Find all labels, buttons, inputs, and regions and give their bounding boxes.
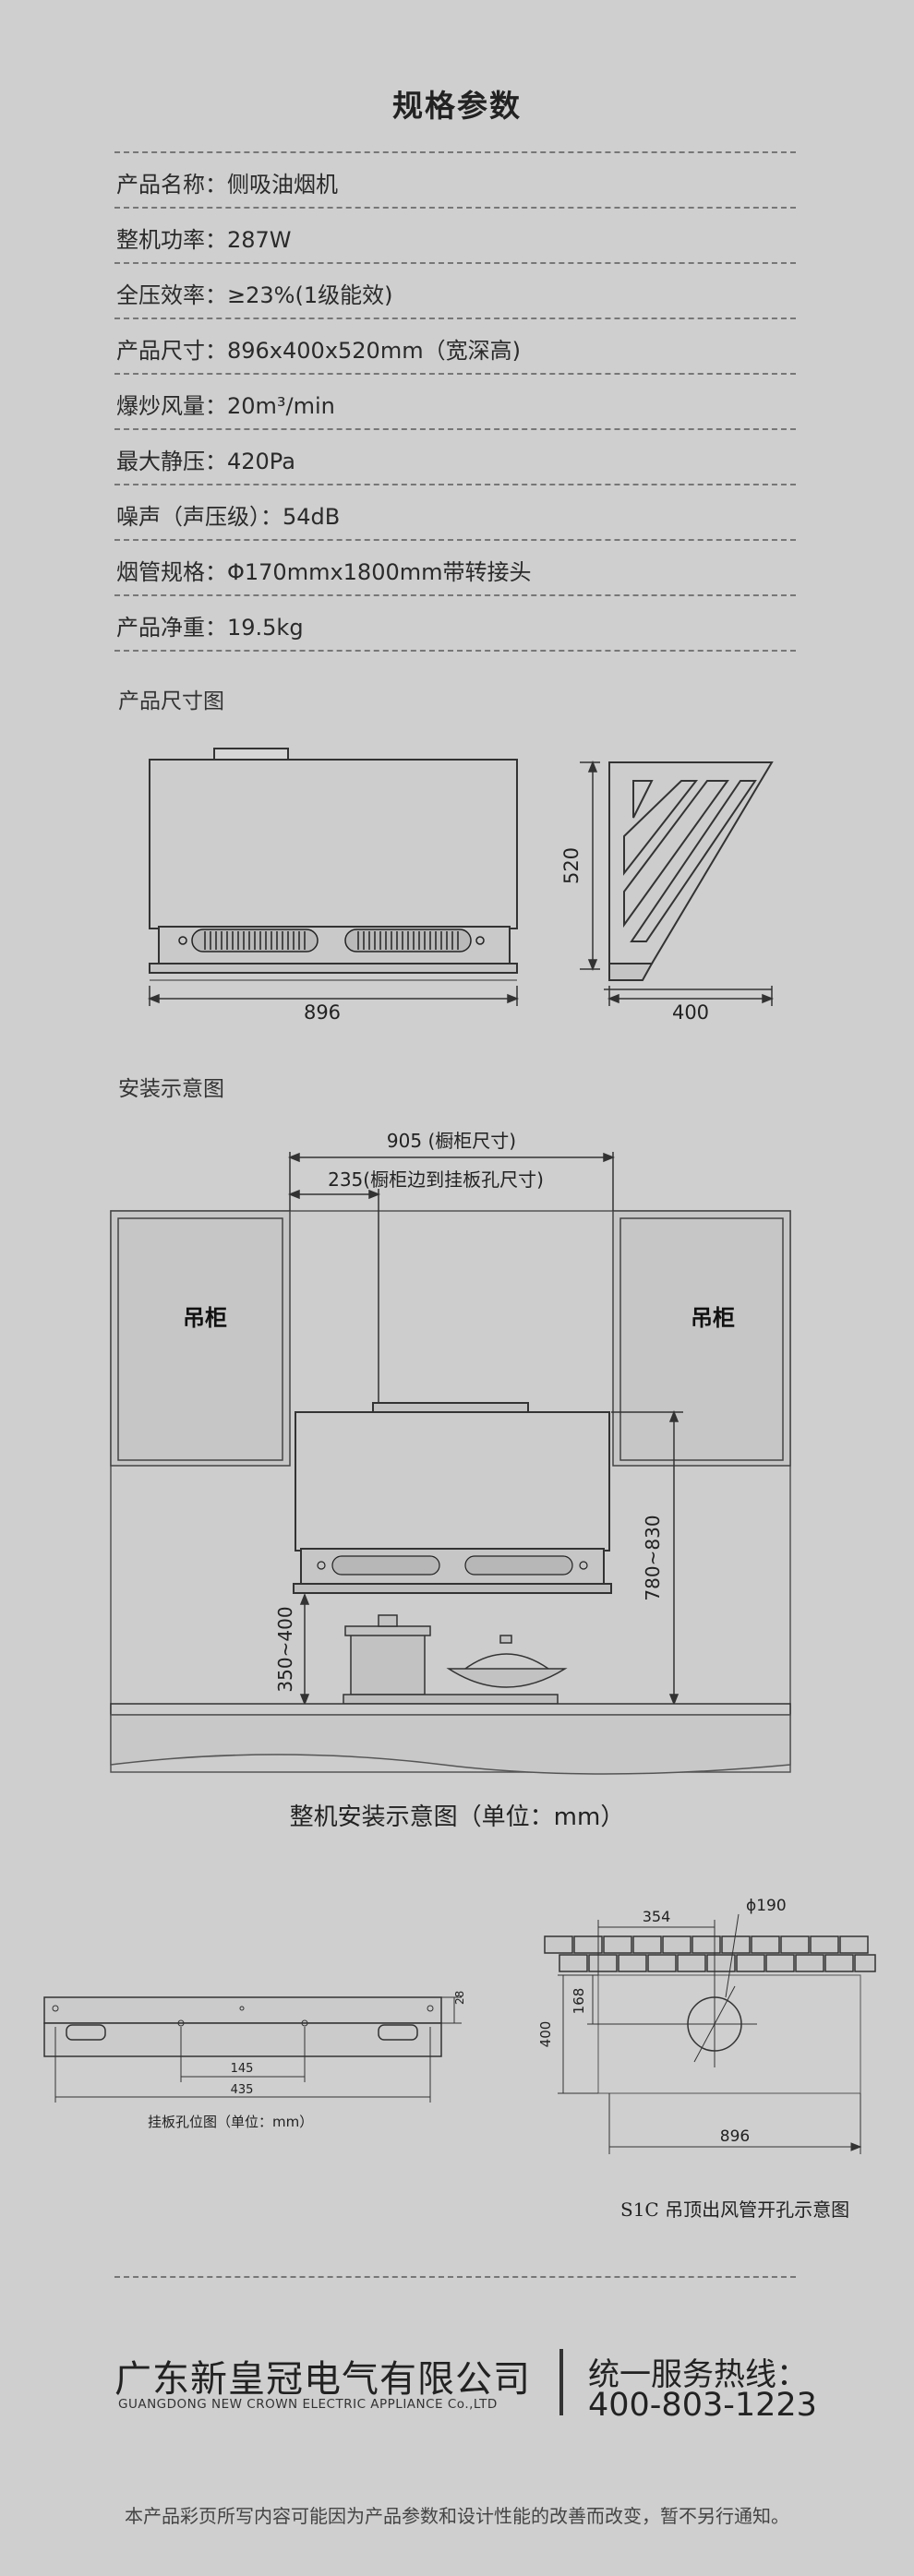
cabinet-width-label: 905 (橱柜尺寸) [387, 1130, 516, 1152]
page-title: 规格参数 [392, 88, 522, 124]
wok [446, 1635, 568, 1688]
vent-grille-right [344, 929, 485, 953]
counter-edge [110, 1703, 791, 1716]
duct-190-label: ϕ190 [746, 1897, 787, 1915]
footer-separator [559, 2349, 563, 2415]
spec-row: 最大静压：420Pa [116, 449, 295, 474]
plate-435-dimension [54, 2027, 431, 2103]
stock-pot [344, 1614, 431, 1695]
duct-896-dimension [608, 2093, 862, 2154]
plate-145-dimension [180, 2027, 306, 2082]
stove-gap-dimension [299, 1592, 310, 1707]
spec-divider [114, 428, 796, 430]
spec-divider [114, 539, 796, 541]
plate-caption: 挂板孔位图（单位：mm） [148, 2114, 314, 2130]
duct-hole [672, 1984, 757, 2067]
stove-gap-label: 350~400 [274, 1606, 296, 1692]
dimension-section-label: 产品尺寸图 [118, 689, 224, 713]
spec-row: 产品名称：侧吸油烟机 [116, 172, 338, 198]
height-dimension [580, 760, 600, 972]
duct-400-dimension [558, 1974, 598, 2094]
duct-896-label: 896 [720, 2127, 750, 2146]
spec-divider [114, 373, 796, 375]
install-drawing: 吊柜 吊柜 905 (橱柜尺寸) 235(橱柜边到挂板孔尺寸) 780~830 [110, 1130, 791, 1775]
spec-row: 全压效率：≥23%(1级能效) [116, 282, 393, 308]
duct-354-dimension [597, 1920, 716, 1994]
vent-grille-left [178, 929, 319, 953]
cabinet-left-label: 吊柜 [183, 1305, 227, 1331]
hood-height-label: 780~830 [642, 1515, 664, 1600]
height-label: 520 [560, 847, 583, 884]
edge-to-hole-dimension [287, 1189, 381, 1412]
hood-height-dimension [611, 1409, 683, 1707]
plate-height-dimension [441, 1996, 462, 2024]
cabinet-right-label: 吊柜 [691, 1305, 735, 1331]
spec-row: 烟管规格：Φ170mmx1800mm带转接头 [116, 559, 532, 585]
stove-burner [343, 1694, 559, 1705]
footer-divider [114, 2276, 796, 2278]
width-dimension [147, 986, 520, 1006]
duct-354-label: 354 [643, 1908, 671, 1925]
company-name-en: GUANGDONG NEW CROWN ELECTRIC APPLIANCE C… [118, 2397, 498, 2412]
spec-row: 产品净重：19.5kg [116, 615, 304, 641]
hood-side-view [604, 761, 774, 990]
spec-divider [114, 151, 796, 153]
ceiling-bricks [544, 1935, 876, 1972]
duct-168-label: 168 [571, 1988, 587, 2015]
spec-divider [114, 318, 796, 319]
duct-190-leader [725, 1913, 740, 1998]
plate-145-label: 145 [231, 2062, 254, 2076]
disclaimer: 本产品彩页所写内容可能因为产品参数和设计性能的改善而改变，暂不另行通知。 [125, 2505, 789, 2527]
spec-divider [114, 262, 796, 264]
install-caption: 整机安装示意图（单位：mm） [289, 1803, 625, 1831]
spec-divider [114, 207, 796, 209]
duct-168-dimension [587, 1974, 688, 2025]
duct-caption: S1C 吊顶出风管开孔示意图 [620, 2199, 850, 2221]
duct-400-label: 400 [537, 2021, 554, 2048]
plate-435-label: 435 [231, 2083, 254, 2097]
base-cabinet [110, 1714, 791, 1775]
cabinet-right [612, 1210, 791, 1467]
spec-row: 整机功率：287W [116, 227, 292, 253]
spec-row: 产品尺寸：896x400x520mm（宽深高) [116, 338, 521, 364]
spec-divider [114, 594, 796, 596]
hotline-label: 统一服务热线： [588, 2356, 808, 2393]
spec-row: 爆炒风量：20m³/min [116, 393, 335, 419]
width-label: 896 [304, 1001, 341, 1024]
dimension-drawing: 896 520 400 [147, 748, 775, 1024]
spec-divider [114, 484, 796, 485]
spec-row: 噪声（声压级）：54dB [116, 504, 341, 530]
depth-label: 400 [672, 1001, 709, 1024]
plate-28-label: 28 [453, 1991, 466, 2005]
edge-to-hole-label: 235(橱柜边到挂板孔尺寸) [328, 1168, 544, 1191]
spec-divider [114, 650, 796, 652]
mounting-plate-drawing: 28 145 435 [43, 1991, 466, 2103]
depth-dimension [607, 986, 775, 1006]
company-name: 广东新皇冠电气有限公司 [114, 2358, 531, 2401]
hood-installed-grilles [317, 1555, 588, 1576]
hotline-number: 400-803-1223 [588, 2387, 817, 2424]
ceiling-opening-area [597, 1974, 861, 2094]
cabinet-left [110, 1210, 291, 1467]
install-section-label: 安装示意图 [118, 1077, 224, 1101]
cabinet-width-dimension [287, 1152, 616, 1211]
duct-opening-drawing: 354 ϕ190 168 400 896 [537, 1897, 876, 2154]
